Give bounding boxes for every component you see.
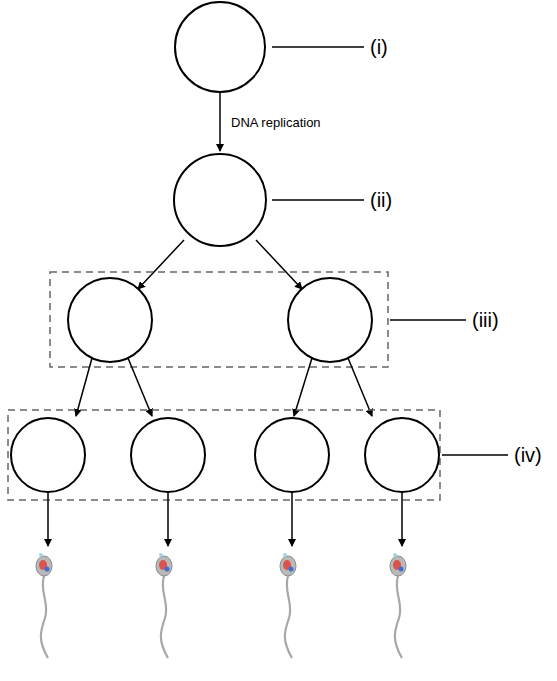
leader-line (390, 319, 466, 321)
cell-circle (255, 418, 329, 492)
arrow (47, 493, 49, 546)
process-label: DNA replication (231, 116, 321, 131)
arrow (294, 358, 312, 416)
dashed-group-box (8, 410, 440, 500)
cell-circle (365, 418, 439, 492)
stage-label: (ii) (370, 189, 392, 212)
sperm-cell (36, 553, 52, 658)
stage-label: (iv) (514, 444, 542, 467)
leader-line (442, 454, 508, 456)
arrow (348, 358, 372, 416)
cell-circle (68, 278, 152, 362)
sperm-cell (156, 553, 172, 658)
leader-line (272, 46, 364, 48)
leader-line (272, 199, 364, 201)
stage-label: (i) (370, 36, 388, 59)
arrow (167, 493, 169, 546)
arrow (256, 240, 302, 289)
cell-circle (131, 418, 205, 492)
cell-circle (175, 2, 265, 92)
arrow (76, 358, 92, 416)
arrow (219, 93, 221, 151)
stage-label: (iii) (472, 309, 499, 332)
sperm-cell (390, 553, 406, 658)
cell-circle (288, 278, 372, 362)
cell-circle (174, 154, 266, 246)
arrow (291, 493, 293, 546)
arrow (138, 240, 184, 289)
arrow (128, 358, 152, 416)
cell-circle (11, 418, 85, 492)
arrow (401, 493, 403, 546)
sperm-cell (280, 553, 296, 658)
dashed-group-box (50, 272, 388, 367)
